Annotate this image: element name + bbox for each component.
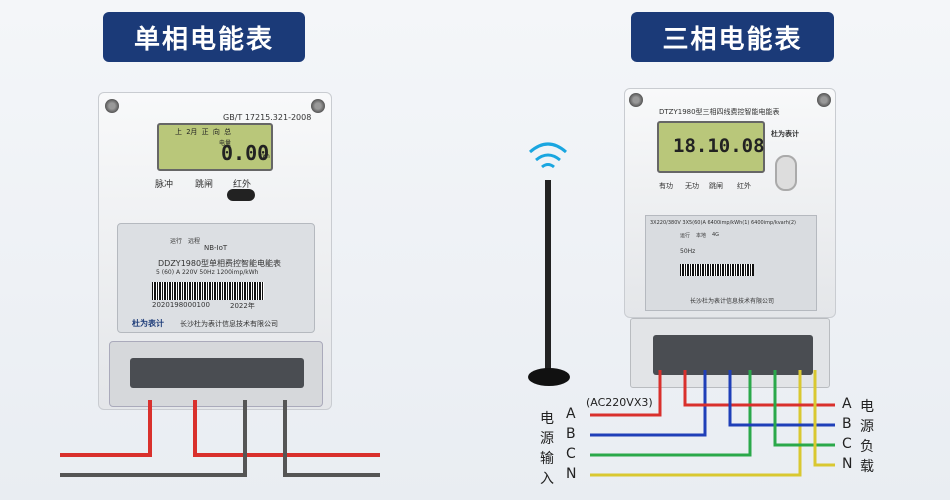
three-company: 长沙杜为表计信息技术有限公司 [690, 298, 775, 305]
voltage-note: (AC220VX3) [586, 396, 653, 409]
terminal-block [130, 358, 304, 388]
status-run: 运行 [170, 238, 183, 245]
single-phase-meter: GB/T 17215.321-2008 上 2月 正 向 总 电量 0.00 k… [98, 92, 332, 410]
three-ind-ir: 红外 [737, 182, 751, 190]
right-phase-n: N [842, 456, 853, 472]
nameplate: 运行 远程 NB-IoT DDZY1980型单相费控智能电能表 5 (60) A… [117, 223, 315, 333]
status-remote: 远程 [188, 238, 201, 245]
three-terminal-box [630, 318, 830, 388]
single-year: 2022年 [230, 302, 255, 310]
indicator-trip: 跳闸 [195, 180, 214, 190]
three-barcode [680, 264, 754, 276]
lcd-unit: kWh [259, 153, 270, 160]
right-group-4: 载 [860, 459, 874, 475]
three-model: DTZY1980型三相四线费控智能电能表 [659, 108, 780, 116]
three-freq: 50Hz [680, 248, 696, 255]
status-nbiot: NB-IoT [204, 244, 228, 252]
three-ir-port [775, 155, 797, 191]
left-phase-a: A [566, 406, 576, 422]
antenna-base [528, 368, 570, 386]
terminal-cover [109, 341, 323, 407]
single-phase-title: 单相电能表 [103, 12, 305, 62]
three-ind-active: 有功 [659, 182, 673, 190]
wifi-icon [529, 142, 567, 169]
three-ind-reactive: 无功 [685, 182, 699, 190]
three-status-local: 本地 [696, 233, 707, 239]
single-spec: 5 (60) A 220V 50Hz 1200imp/kWh [156, 269, 259, 276]
lcd-top-text: 上 2月 正 向 总 [175, 128, 232, 136]
single-lcd: 上 2月 正 向 总 电量 0.00 kWh [157, 123, 273, 171]
left-phase-c: C [566, 446, 576, 462]
single-model: DDZY1980型单相费控智能电能表 [158, 259, 282, 268]
antenna [545, 180, 551, 380]
three-phase-title: 三相电能表 [631, 12, 834, 62]
left-group-3: 输 [540, 451, 554, 467]
single-serial: 2020198000100 [152, 301, 210, 309]
three-nameplate: 3X220/380V 3X5(60)A 6400imp/kWh(1) 6400i… [645, 215, 817, 311]
screw-icon [105, 99, 119, 113]
left-phase-n: N [566, 466, 577, 482]
single-company: 长沙杜为表计信息技术有限公司 [180, 320, 278, 328]
three-ind-trip: 跳闸 [709, 182, 723, 190]
right-phase-c: C [842, 436, 852, 452]
lcd-reading: 0.00 [221, 141, 270, 165]
screw-icon [311, 99, 325, 113]
single-brand: 杜为表计 [132, 319, 164, 328]
right-group-2: 源 [860, 419, 874, 435]
three-status-run: 运行 [680, 233, 691, 239]
ir-port [227, 189, 255, 201]
right-phase-b: B [842, 416, 852, 432]
three-lcd-reading: 18.10.08 [673, 135, 765, 157]
left-group-2: 源 [540, 431, 554, 447]
screw-icon [817, 93, 831, 107]
single-phase-wires [60, 400, 380, 477]
three-status-4g: 4G [712, 232, 720, 238]
indicator-ir: 红外 [233, 180, 252, 190]
left-group-4: 入 [540, 471, 554, 487]
three-brand: 杜为表计 [771, 130, 799, 138]
indicator-pulse: 脉冲 [155, 180, 174, 190]
three-lcd: 18.10.08 [657, 121, 765, 173]
left-phase-b: B [566, 426, 576, 442]
three-phase-wires [590, 370, 835, 477]
three-spec-line: 3X220/380V 3X5(60)A 6400imp/kWh(1) 6400i… [650, 220, 796, 226]
right-group-3: 负 [860, 439, 874, 455]
right-phase-a: A [842, 396, 852, 412]
left-group-1: 电 [540, 411, 554, 427]
single-barcode [152, 282, 264, 300]
lcd-unit-label: 电量 [219, 140, 232, 147]
screw-icon [629, 93, 643, 107]
three-phase-meter: DTZY1980型三相四线费控智能电能表 18.10.08 杜为表计 有功 无功… [624, 88, 836, 318]
meter-standard: GB/T 17215.321-2008 [223, 113, 312, 122]
three-terminal-block [653, 335, 813, 375]
right-group-1: 电 [860, 399, 874, 415]
